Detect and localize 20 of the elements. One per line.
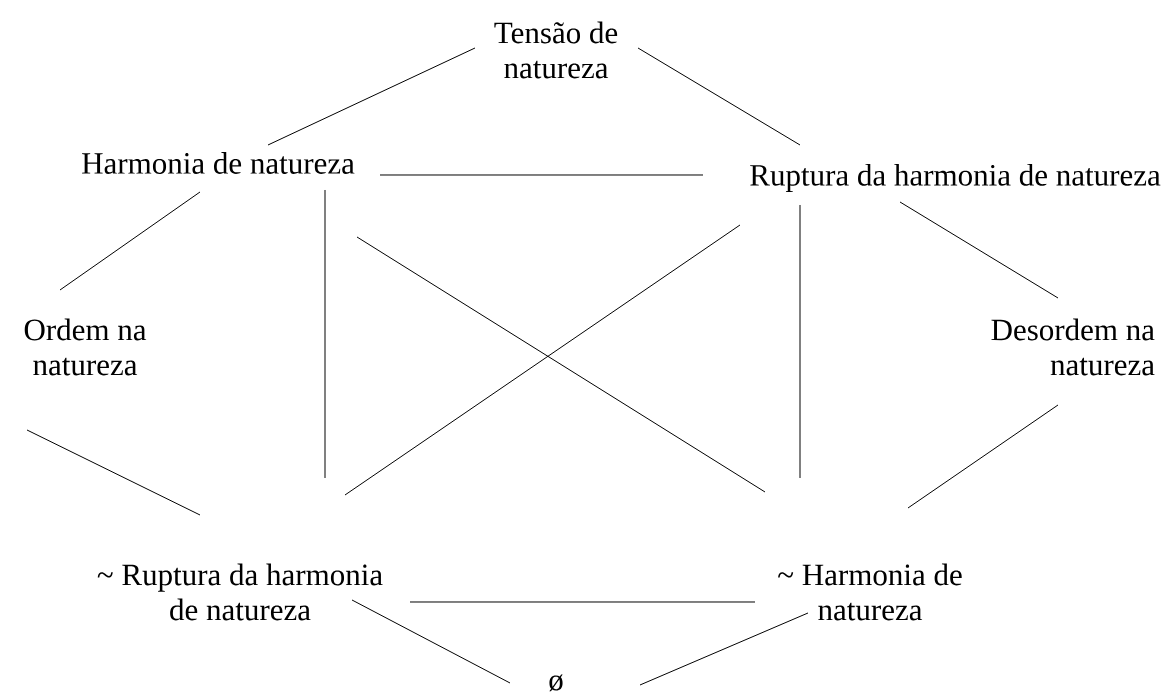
text-label: ~ Ruptura da harmonia de natureza: [97, 563, 383, 621]
text-label: Desordem na natureza: [991, 318, 1155, 376]
connector-line: [267, 47, 476, 146]
connector-line: [637, 47, 801, 146]
connector-line: [639, 612, 809, 686]
connector-line: [899, 201, 1059, 299]
connector-line: [907, 404, 1059, 509]
text-label: Ruptura da harmonia de natureza: [750, 163, 1161, 193]
connector-line: [409, 601, 756, 603]
connector-line: [26, 429, 201, 516]
text-label: Tensão de natureza: [494, 21, 618, 79]
text-label: ø: [549, 674, 563, 692]
text-label: ~ Harmonia de natureza: [778, 563, 962, 621]
text-label: Harmonia de natureza: [82, 152, 355, 174]
connector-line: [59, 191, 201, 291]
text-label: Ordem na natureza: [24, 318, 147, 376]
connector-line: [324, 189, 326, 479]
connector-line: [799, 204, 801, 479]
connector-line: [351, 599, 511, 684]
connector-line: [379, 174, 704, 176]
